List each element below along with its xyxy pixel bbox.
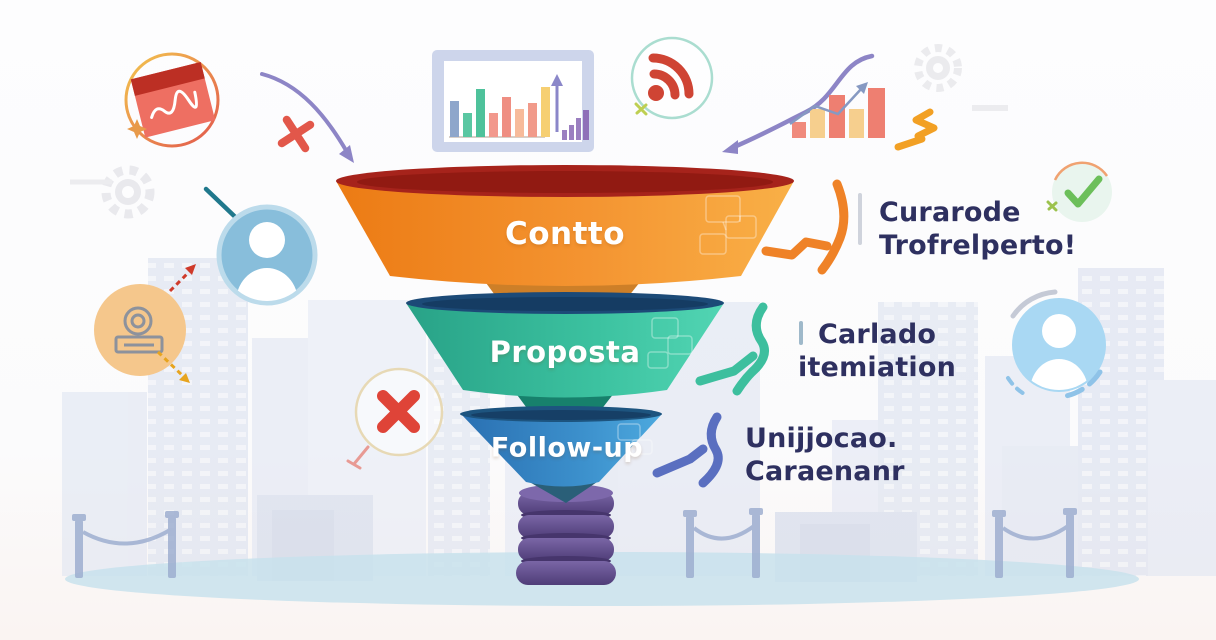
picture-chart-badge-icon xyxy=(124,52,220,148)
annotation-3-line-2: Caraenanr xyxy=(745,456,905,487)
funnel-stage-label-3: Follow-up xyxy=(490,432,644,464)
funnel-stage-label-1: Contto xyxy=(504,216,626,252)
small-red-x-icon xyxy=(277,115,315,153)
user-avatar-icon-right xyxy=(1006,289,1106,399)
funnel-stage-label-2: Proposta xyxy=(489,335,641,369)
funnel xyxy=(336,165,794,585)
annotation-1: Curarode Trofrelperto! xyxy=(879,196,1076,262)
webcam-badge-icon xyxy=(94,264,196,383)
annotation-1-line-1: Curarode xyxy=(879,197,1021,228)
annotation-arrow-teal xyxy=(695,302,769,396)
sparkle-icon-green xyxy=(1046,200,1058,212)
annotation-arrow-orange xyxy=(761,179,849,275)
annotation-1-line-2: Trofrelperto! xyxy=(879,230,1077,261)
bar-chart-board-icon xyxy=(432,50,594,152)
orange-zigzag-icon xyxy=(894,108,938,151)
red-dashed-arrow-icon xyxy=(168,269,192,293)
annotation-3: Unijjocao. Caraenanr xyxy=(745,422,905,488)
user-avatar-icon xyxy=(216,204,318,306)
x-circle-icon xyxy=(346,367,444,470)
rope-fence xyxy=(72,508,1077,578)
growth-curve-arrow-icon xyxy=(722,53,875,154)
annotation-2-line-2: itemiation xyxy=(798,352,957,383)
gear-icon xyxy=(101,165,155,219)
gear-icon-right xyxy=(914,44,962,92)
annotation-2: Carlado itemiation xyxy=(798,318,956,384)
trend-bars-icon xyxy=(789,82,885,138)
annotation-divider-2 xyxy=(799,321,803,345)
annotation-3-line-1: Unijjocao. xyxy=(745,423,898,454)
yellow-dashed-arrow-icon xyxy=(156,350,186,379)
annotation-2-line-1: Carlado xyxy=(818,319,937,350)
annotation-arrow-indigo xyxy=(652,412,723,488)
purple-curve-arrow-icon xyxy=(260,72,354,163)
sparkle-icon xyxy=(634,102,648,116)
check-badge-icon xyxy=(1046,161,1112,222)
star-icon xyxy=(127,119,147,139)
rss-badge-icon xyxy=(630,36,714,120)
coil-base xyxy=(516,484,616,585)
annotation-divider-1 xyxy=(858,193,862,245)
